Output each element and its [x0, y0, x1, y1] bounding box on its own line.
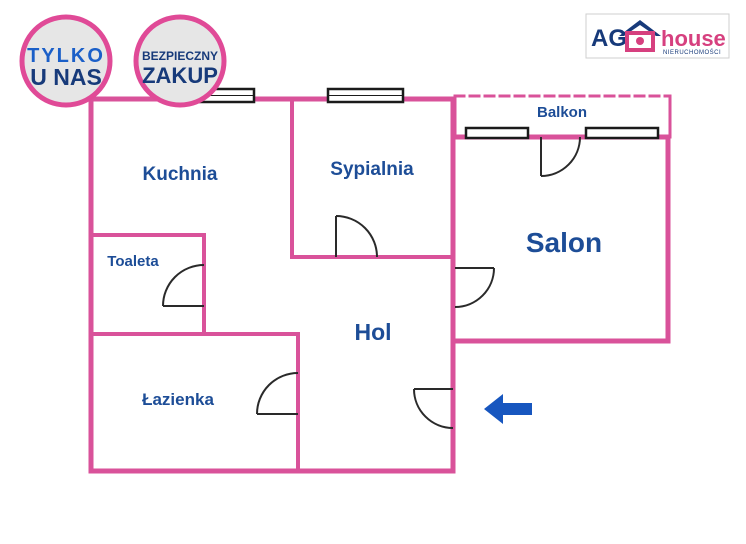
room-label-balkon: Balkon [537, 104, 587, 121]
window-salon-right [584, 126, 660, 140]
badge-left-line2: U NAS [30, 64, 102, 90]
room-label-kuchnia: Kuchnia [143, 164, 218, 185]
logo-subtitle: NIERUCHOMOŚCI [663, 48, 721, 56]
door-balcony [540, 136, 581, 177]
arrow-left-icon [484, 394, 532, 424]
badge-tylko-u-nas: TYLKO U NAS [19, 14, 113, 108]
room-label-lazienka: Łazienka [142, 390, 214, 409]
room-label-salon: Salon [526, 227, 602, 258]
window-salon-left [464, 126, 530, 140]
door-bedroom [335, 215, 378, 258]
door-bathroom [256, 372, 299, 415]
room-label-sypialnia: Sypialnia [330, 159, 414, 180]
room-label-toaleta: Toaleta [107, 253, 159, 270]
logo-name: house [661, 26, 726, 51]
room-label-hol: Hol [354, 319, 391, 345]
door-entrance [413, 388, 454, 429]
badge-left-ring [19, 14, 113, 108]
badge-left-line1: TYLKO [27, 45, 105, 67]
badge-right-ring [133, 14, 227, 108]
badge-right-line2: ZAKUP [142, 63, 218, 88]
badge-bezpieczny-zakup: BEZPIECZNY ZAKUP [133, 14, 227, 108]
walls [88, 94, 672, 474]
house-icon [619, 20, 661, 52]
logo-prefix: AG [591, 25, 627, 52]
logo-ag-house: AG house NIERUCHOMOŚCI [585, 13, 730, 59]
outer-wall [88, 96, 456, 474]
salon-wall [452, 134, 671, 344]
room-labels: Kuchnia Sypialnia Balkon Salon Toaleta H… [107, 104, 602, 409]
door-salon [454, 267, 495, 308]
badge-right-line1: BEZPIECZNY [142, 49, 218, 63]
door-toilet [162, 264, 205, 307]
doors [162, 136, 581, 429]
